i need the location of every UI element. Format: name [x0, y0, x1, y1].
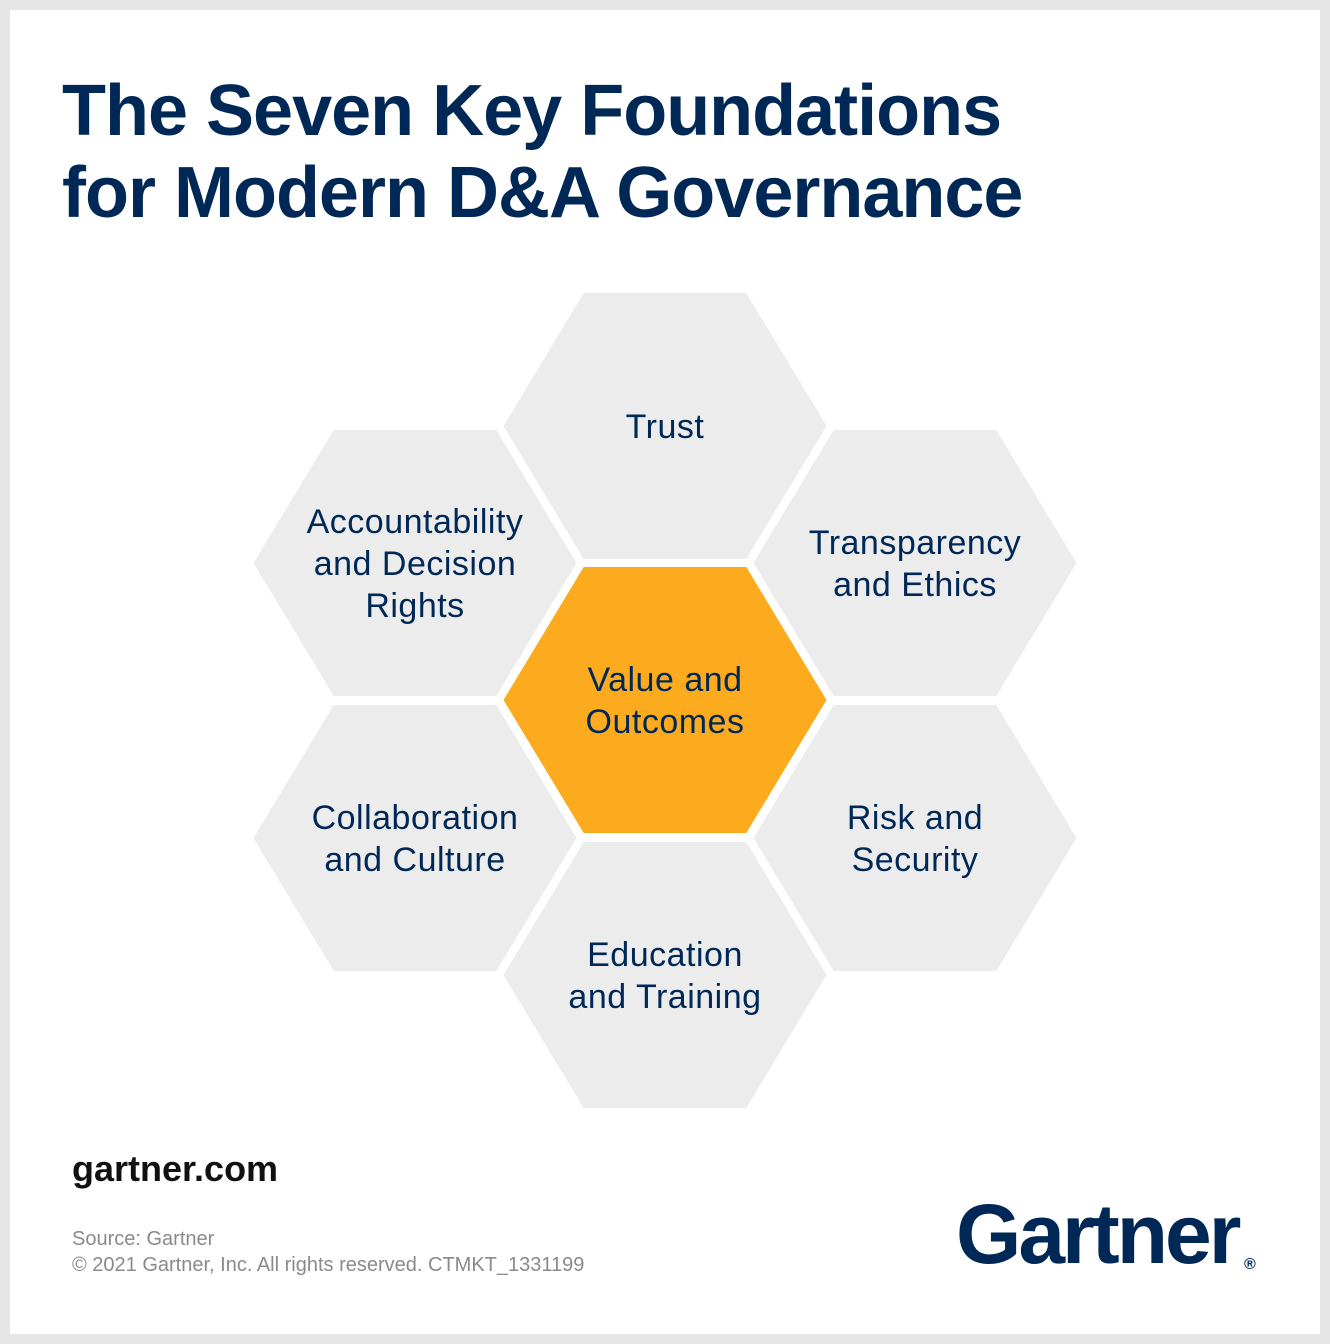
copyright-line: © 2021 Gartner, Inc. All rights reserved… [72, 1254, 585, 1276]
hexagon-label-line: Rights [365, 587, 464, 625]
hexagon-label-line: and Culture [324, 841, 505, 879]
registered-mark: ® [1244, 1256, 1256, 1273]
hexagon-label-upper-right: Transparency and Ethics [809, 524, 1022, 604]
hexagon-label-line: Security [852, 841, 979, 879]
hexagon-label-top: Trust [626, 408, 705, 446]
page-title: The Seven Key Foundations for Modern D&A… [62, 70, 1282, 234]
hexagon-label-line: Transparency [809, 524, 1022, 562]
hexagon-label-line: and Training [568, 978, 761, 1016]
hexagon-label-lower-left: Collaboration and Culture [312, 799, 519, 879]
hexagon-label-line: Collaboration [312, 799, 519, 837]
hexagon-label-line: Risk and [847, 799, 983, 837]
hexagon-center [496, 561, 834, 839]
source-line: Source: Gartner [72, 1228, 215, 1250]
title-line-2: for Modern D&A Governance [62, 153, 1023, 233]
hexagon-label-line: and Ethics [833, 566, 997, 604]
gartner-logo: Gartner [956, 1187, 1241, 1281]
hexagon-label-line: Education [587, 936, 743, 974]
source-note: Source: Gartner © 2021 Gartner, Inc. All… [72, 1226, 584, 1278]
website-link[interactable]: gartner.com [72, 1148, 279, 1189]
hexagon-label-bottom: Education and Training [568, 936, 761, 1016]
hexagon-label-line: and Decision [314, 545, 517, 583]
hexagon-label-line: Accountability [307, 503, 524, 541]
title-line-1: The Seven Key Foundations [62, 71, 1002, 151]
hexagon-label-line: Trust [626, 408, 705, 446]
hexagon-label-line: Value and [587, 661, 742, 699]
hexagon-label-line: Outcomes [586, 703, 745, 741]
